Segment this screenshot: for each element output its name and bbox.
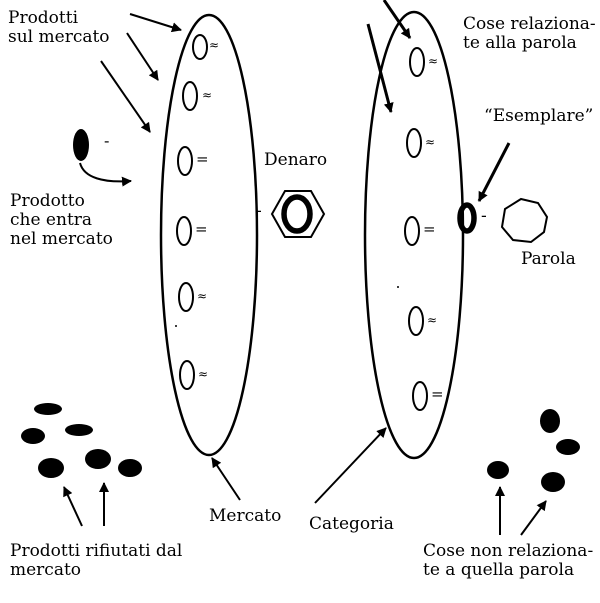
arrow-non-relazionate-2: [520, 500, 547, 536]
market-ellipse: [159, 13, 259, 457]
unrelated-thing-1: [540, 409, 560, 433]
label-prodotto-che-entra: Prodotto che entra nel mercato: [10, 191, 113, 249]
mark-market-3: =: [196, 150, 209, 168]
category-ellipse: [363, 10, 465, 460]
entering-product: [73, 129, 89, 161]
mark-market-4: =: [195, 220, 208, 238]
market-product-6: [179, 360, 195, 390]
arrow-sul-mercato-3: [100, 60, 151, 133]
arrow-rifiutati-1: [63, 486, 83, 527]
mark-exemplar: -: [481, 206, 487, 226]
label-esemplare: “Esemplare”: [484, 106, 594, 126]
speck-1: [175, 325, 177, 327]
category-member-3: [404, 216, 420, 246]
money-coin: [281, 194, 313, 234]
exemplar-member: [457, 202, 477, 234]
mark-market-1: ≈: [209, 38, 220, 52]
mark-category-2: ≈: [425, 135, 436, 149]
mark-category-4: ≈: [427, 313, 438, 327]
unrelated-thing-3: [487, 461, 509, 479]
mark-category-3: =: [423, 220, 436, 238]
rejected-product-5: [85, 449, 111, 469]
entering-arrow: [79, 162, 132, 187]
category-member-2: [406, 128, 422, 158]
market-product-5: [178, 282, 194, 312]
mark-money: -: [256, 201, 262, 221]
label-prodotti-sul-mercato: Prodotti sul mercato: [8, 8, 110, 47]
mark-category-1: ≈: [428, 54, 439, 68]
mark-market-5: ≈: [197, 289, 208, 303]
mark-market-6: ≈: [198, 367, 209, 381]
market-product-4: [176, 216, 192, 246]
arrow-sul-mercato-1: [129, 13, 182, 33]
label-parola: Parola: [521, 249, 576, 269]
rejected-product-4: [38, 458, 64, 478]
category-member-1: [409, 47, 425, 77]
mark-entering-product: -: [104, 131, 110, 150]
category-member-4: [408, 306, 424, 336]
label-prodotti-rifiutati: Prodotti rifiutati dal mercato: [10, 541, 183, 580]
arrow-esemplare: [477, 142, 511, 202]
speck-2: [397, 286, 399, 288]
rejected-product-2: [21, 428, 45, 444]
market-product-3: [177, 146, 193, 176]
arrow-categoria: [314, 427, 387, 504]
category-member-5: [412, 381, 428, 411]
mark-market-2: ≈: [202, 88, 213, 102]
arrow-mercato: [211, 457, 241, 501]
rejected-product-3: [65, 424, 93, 436]
unrelated-thing-4: [541, 472, 565, 492]
rejected-product-1: [34, 403, 62, 415]
label-cose-non-relazionate: Cose non relaziona- te a quella parola: [423, 541, 594, 580]
label-mercato: Mercato: [209, 506, 282, 526]
word-heptagon: [500, 197, 549, 244]
unrelated-thing-2: [556, 439, 580, 455]
label-cose-relazionate: Cose relaziona- te alla parola: [463, 14, 596, 53]
arrow-sul-mercato-2: [126, 32, 159, 81]
market-product-2: [182, 81, 198, 111]
arrow-relazionate-2: [366, 23, 394, 113]
label-denaro: Denaro: [264, 150, 328, 170]
money-hexagon: [270, 190, 326, 238]
mark-category-5: =: [431, 385, 444, 403]
label-categoria: Categoria: [309, 514, 394, 534]
rejected-product-6: [118, 459, 142, 477]
arrow-relazionate-1: [382, 0, 412, 39]
market-product-1: [192, 34, 208, 60]
